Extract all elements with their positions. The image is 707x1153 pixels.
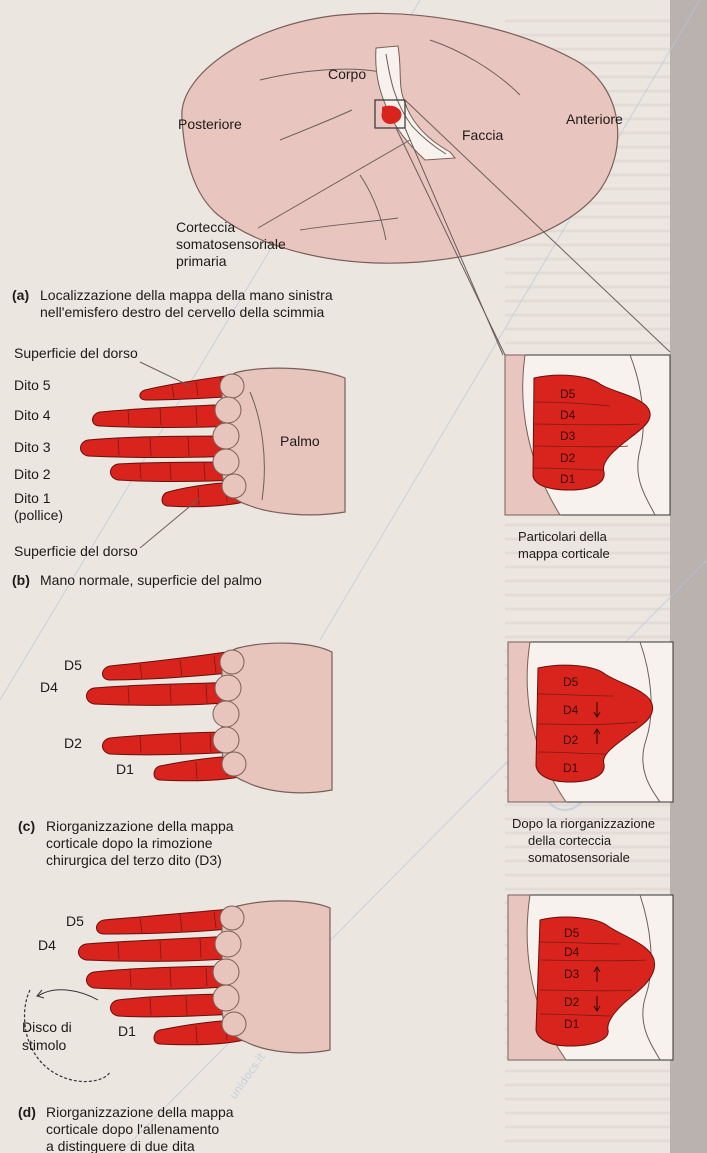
map-b-d4: D4: [560, 408, 576, 422]
label-faccia: Faccia: [462, 127, 503, 143]
caption-c-line-2: corticale dopo la rimozione: [46, 835, 213, 851]
label-cortex-2: somatosensoriale: [176, 236, 286, 252]
map-c-caption-1: Dopo la riorganizzazione: [512, 816, 655, 831]
map-box-d: D5 D4 D3 D2 D1: [508, 895, 673, 1060]
map-c-d1: D1: [563, 761, 579, 775]
label-finger-4: Dito 4: [14, 407, 51, 423]
label-finger-3: Dito 3: [14, 439, 51, 455]
map-c-d2: D2: [563, 733, 579, 747]
label-pollice: (pollice): [14, 507, 63, 523]
d-label-d4: D4: [38, 937, 56, 953]
map-d-d2: D2: [564, 995, 580, 1009]
c-label-d5: D5: [64, 657, 82, 673]
label-finger-5: Dito 5: [14, 377, 51, 393]
label-dorsal-top: Superficie del dorso: [14, 345, 138, 361]
map-d-d5: D5: [564, 926, 580, 940]
label-cortex-3: primaria: [176, 253, 227, 269]
map-d-d4: D4: [564, 945, 580, 959]
caption-c-line-3: chirurgica del terzo dito (D3): [46, 852, 222, 868]
map-b-d1: D1: [560, 472, 576, 486]
map-b-d2: D2: [560, 451, 576, 465]
caption-a: (a) Localizzazione della mappa della man…: [12, 287, 333, 320]
caption-d-line-2: corticale dopo l'allenamento: [46, 1121, 219, 1137]
map-c-caption-2: della corteccia: [528, 833, 612, 848]
caption-d-letter: (d): [18, 1104, 36, 1120]
map-b-d5: D5: [560, 387, 576, 401]
caption-d-line-3: a distinguere di due dita: [46, 1138, 195, 1153]
finger-3: [81, 436, 237, 458]
map-b-caption-2: mappa corticale: [518, 546, 610, 561]
d-label-d5: D5: [66, 913, 84, 929]
label-corpo: Corpo: [328, 66, 366, 82]
label-finger-1: Dito 1: [14, 490, 51, 506]
caption-c-line-1: Riorganizzazione della mappa: [46, 818, 234, 834]
caption-c: (c) Riorganizzazione della mappa cortica…: [18, 818, 234, 868]
caption-b-line-1: Mano normale, superficie del palmo: [40, 572, 262, 588]
label-posteriore: Posteriore: [178, 116, 242, 132]
label-cortex-1: Corteccia: [176, 219, 235, 235]
map-b-caption-1: Particolari della: [518, 529, 608, 544]
map-d-d3: D3: [564, 967, 580, 981]
stim-label-1: Disco di: [22, 1019, 72, 1035]
caption-d-line-1: Riorganizzazione della mappa: [46, 1104, 234, 1120]
c-label-d4: D4: [40, 679, 58, 695]
map-c-d5: D5: [563, 675, 579, 689]
caption-a-line-2: nell'emisfero destro del cervello della …: [40, 304, 325, 320]
caption-c-letter: (c): [18, 818, 35, 834]
label-anteriore: Anteriore: [566, 111, 623, 127]
caption-a-letter: (a): [12, 287, 29, 303]
brain-outline: [182, 13, 618, 263]
d-label-d1: D1: [118, 1023, 136, 1039]
caption-a-line-1: Localizzazione della mappa della mano si…: [40, 287, 333, 303]
caption-b: (b) Mano normale, superficie del palmo: [12, 572, 262, 588]
label-finger-2: Dito 2: [14, 466, 51, 482]
label-palmo: Palmo: [280, 433, 320, 449]
stim-label-2: stimolo: [22, 1037, 67, 1053]
caption-b-letter: (b): [12, 572, 30, 588]
label-dorsal-bottom: Superficie del dorso: [14, 543, 138, 559]
map-b-d3: D3: [560, 429, 576, 443]
c-label-d2: D2: [64, 735, 82, 751]
map-c-caption-3: somatosensoriale: [528, 850, 630, 865]
c-label-d1: D1: [116, 761, 134, 777]
map-d-d1: D1: [564, 1017, 580, 1031]
map-c-d4: D4: [563, 703, 579, 717]
